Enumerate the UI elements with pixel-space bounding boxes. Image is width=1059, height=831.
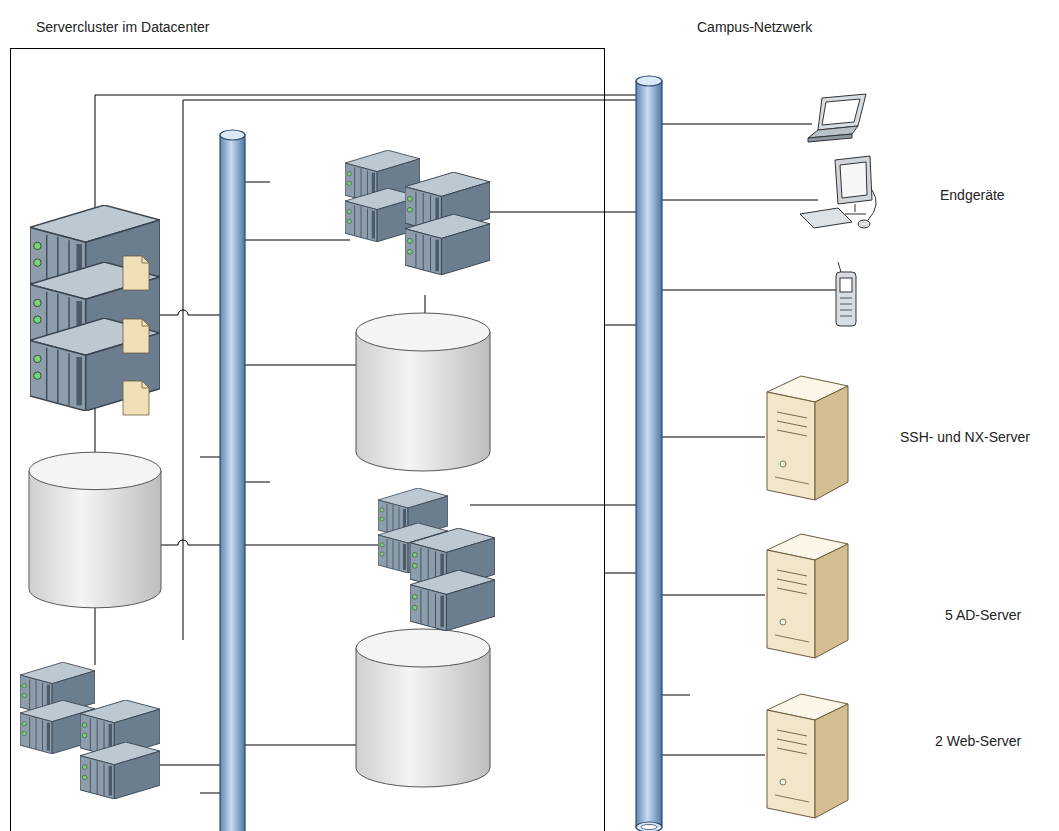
network-link <box>662 437 765 438</box>
node-heading: 5 AD-Server <box>945 606 1021 624</box>
node-heading: Servercluster im Datacenter <box>36 18 210 36</box>
node-heading: 2 Web-Server <box>935 732 1021 750</box>
tower-shape <box>765 372 850 502</box>
server-tower: 2 Web-Server <box>765 690 850 820</box>
server-tower: 5 AD-Server <box>765 530 850 660</box>
network-link <box>662 755 765 756</box>
group-label: Endgeräte <box>940 186 1005 204</box>
cluster-frame: Servercluster im Datacenter <box>10 48 605 831</box>
node-heading: SSH- und NX-Server <box>900 428 1030 446</box>
network-bus: Campus-Netzwerk <box>635 75 663 831</box>
pipe-shape <box>635 75 663 831</box>
tower-shape <box>765 690 850 820</box>
server-tower: SSH- und NX-Server <box>765 372 850 502</box>
node-heading: Campus-Netzwerk <box>697 18 812 36</box>
network-link <box>662 595 765 596</box>
tower-shape <box>765 530 850 660</box>
frame-shape <box>10 48 605 831</box>
